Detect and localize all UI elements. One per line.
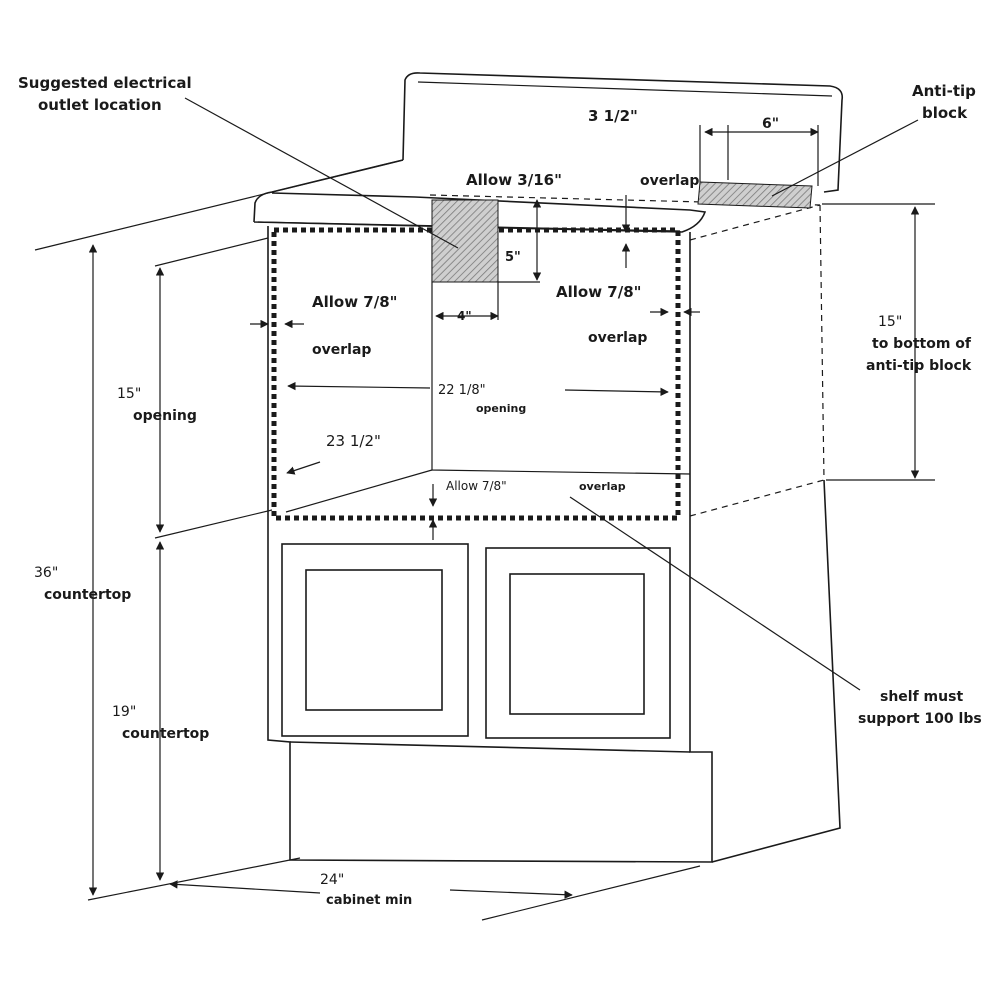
anti-tip-label-line1: Anti-tip [912,82,976,100]
anti-tip-label-line2: block [922,104,968,122]
dim-24-label: 24" [320,872,344,888]
dim-5-label: 5" [505,250,521,265]
cabinet-side-outline [711,479,841,863]
door-right [485,547,671,739]
opening-left-label: opening [133,408,197,424]
dim-23-arrow [286,461,321,475]
cabinet-min-label: cabinet min [326,893,412,908]
perspective-opening-bottom [154,509,273,539]
perspective-opening-top [154,237,269,267]
dim-6-label: 6" [762,116,779,132]
toe-kick-top [289,741,691,753]
overlap-bottom-label: overlap [579,480,626,493]
outlet-label-line2: outlet location [38,96,162,114]
overlap-left-label: overlap [312,342,371,358]
allow-7-8-bottom-label: Allow 7/8" [446,479,507,493]
backsplash [402,72,844,193]
shelf-label-line1: shelf must [880,689,963,705]
cabinet-front-outline [267,226,713,863]
dim-19-label: 19" [112,704,136,720]
opening-floor-left [285,469,433,513]
anti-tip-leader [771,119,919,197]
to-bottom-label-line2: anti-tip block [866,358,972,374]
dim-3-5-label: 3 1/2" [588,107,638,125]
backsplash-top-edge [417,81,833,97]
dim-4-label: 4" [457,309,472,323]
door-left [281,543,469,737]
perspective-floor-right [481,865,701,921]
dim-23-label: 23 1/2" [326,432,381,450]
shelf-leader [569,496,861,691]
allow-3-16-label: Allow 3/16" [466,171,562,189]
opening-side-dashed-vertical [819,204,825,481]
dim-15-right-label: 15" [878,314,902,330]
to-bottom-label-line1: to bottom of [872,336,972,352]
opening-side-dashed-bottom [689,479,825,517]
dim-24-line-a [169,880,321,894]
anti-tip-hatched-block [697,181,813,209]
dim-36-label: 36" [34,565,58,581]
allow-7-8-left-label: Allow 7/8" [312,293,397,311]
perspective-floor-left [87,857,301,901]
dim-24-line-b [449,889,573,899]
allow-7-8-right-label: Allow 7/8" [556,283,641,301]
outlet-label-line1: Suggested electrical [18,74,192,92]
dim-22-right-arrow [564,387,669,397]
outlet-hatched-block [431,199,499,283]
dim-22-label: 22 1/8" [438,383,486,398]
countertop-19-label: countertop [122,726,209,742]
overlap-right-label: overlap [588,330,647,346]
overlap-top-label: overlap [640,173,699,189]
perspective-top-left [34,159,404,251]
opening-side-dashed-top [689,204,821,241]
opening-center-label: opening [476,402,526,415]
dim-15-left-label: 15" [117,386,141,402]
countertop-36-label: countertop [44,587,131,603]
dim-22-left-arrow [287,381,431,391]
shelf-label-line2: support 100 lbs [858,711,982,727]
door-right-panel [509,573,645,715]
outlet-leader [184,97,459,249]
door-left-panel [305,569,443,711]
